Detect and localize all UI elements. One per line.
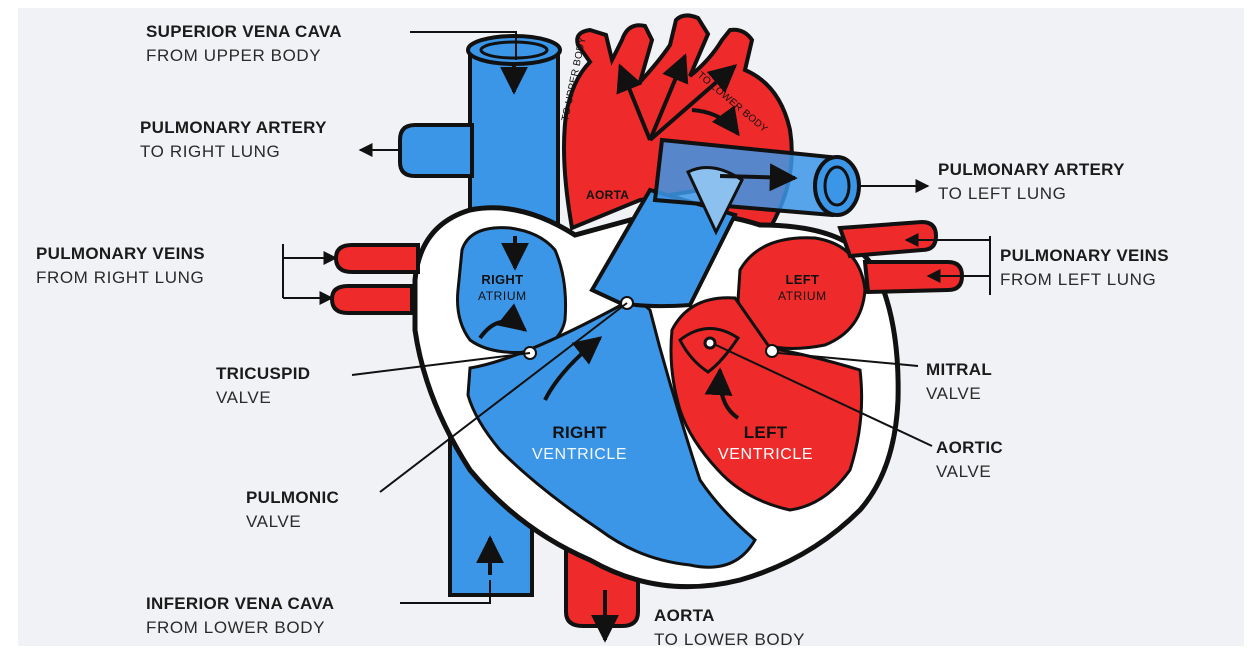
internal-aorta-label: AORTA <box>586 183 629 207</box>
right-atrium-label: RIGHT ATRIUM <box>478 272 527 304</box>
left-atrium-label: LEFT ATRIUM <box>778 272 827 304</box>
pulmonary-vein-right-lower <box>332 286 412 313</box>
left-ventricle-label: LEFT VENTRICLE <box>718 422 813 466</box>
mitral-valve-dot <box>766 345 778 357</box>
right-ventricle-label: RIGHT VENTRICLE <box>532 422 627 466</box>
pulmonary-artery-right <box>400 125 472 176</box>
pulmonary-vein-right-upper <box>336 245 418 272</box>
